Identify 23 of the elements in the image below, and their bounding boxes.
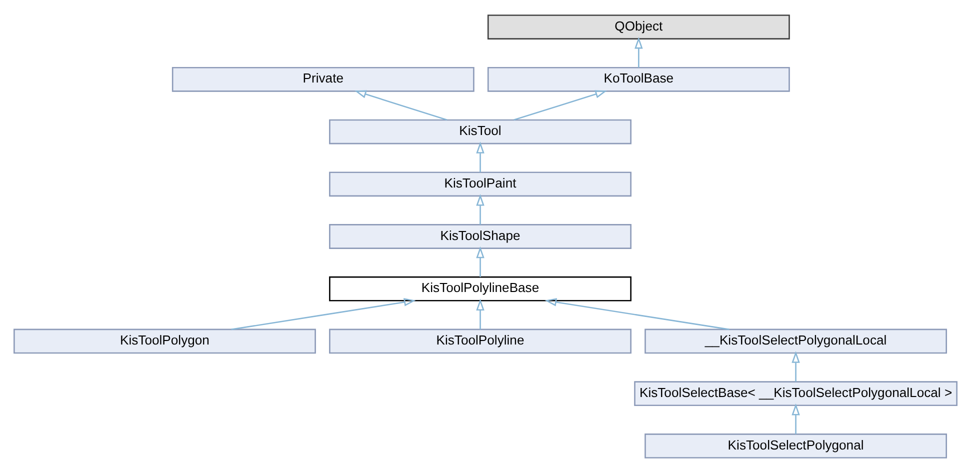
node-box: KoToolBase: [487, 66, 790, 92]
node-box: KisToolSelectPolygonal: [644, 433, 947, 458]
arrow: [792, 402, 800, 434]
node-box: KisTool: [329, 118, 632, 144]
node-box: KisToolPolyline: [329, 328, 632, 354]
node-box: KisToolPolygon: [14, 328, 316, 354]
node-box: KisToolPolylineBase: [329, 276, 632, 301]
arrow: [354, 90, 448, 120]
node-box: KisToolSelectBase< __KisToolSelectPolygonalLocal >: [634, 380, 958, 406]
arrow: [634, 36, 643, 68]
arrow: [792, 350, 800, 382]
arrow: [476, 194, 484, 224]
node-box: KisToolShape: [329, 224, 632, 248]
arrow: [476, 298, 484, 329]
arrow: [476, 141, 484, 172]
arrow: [514, 90, 608, 120]
node-box: Private: [172, 66, 474, 92]
arrow: [544, 298, 730, 330]
arrow: [231, 298, 416, 330]
node-box: __KisToolSelectPolygonalLocal: [644, 328, 947, 354]
arrow: [476, 246, 484, 276]
node-box: QObject: [487, 14, 790, 39]
node-box: KisToolPaint: [329, 171, 632, 196]
